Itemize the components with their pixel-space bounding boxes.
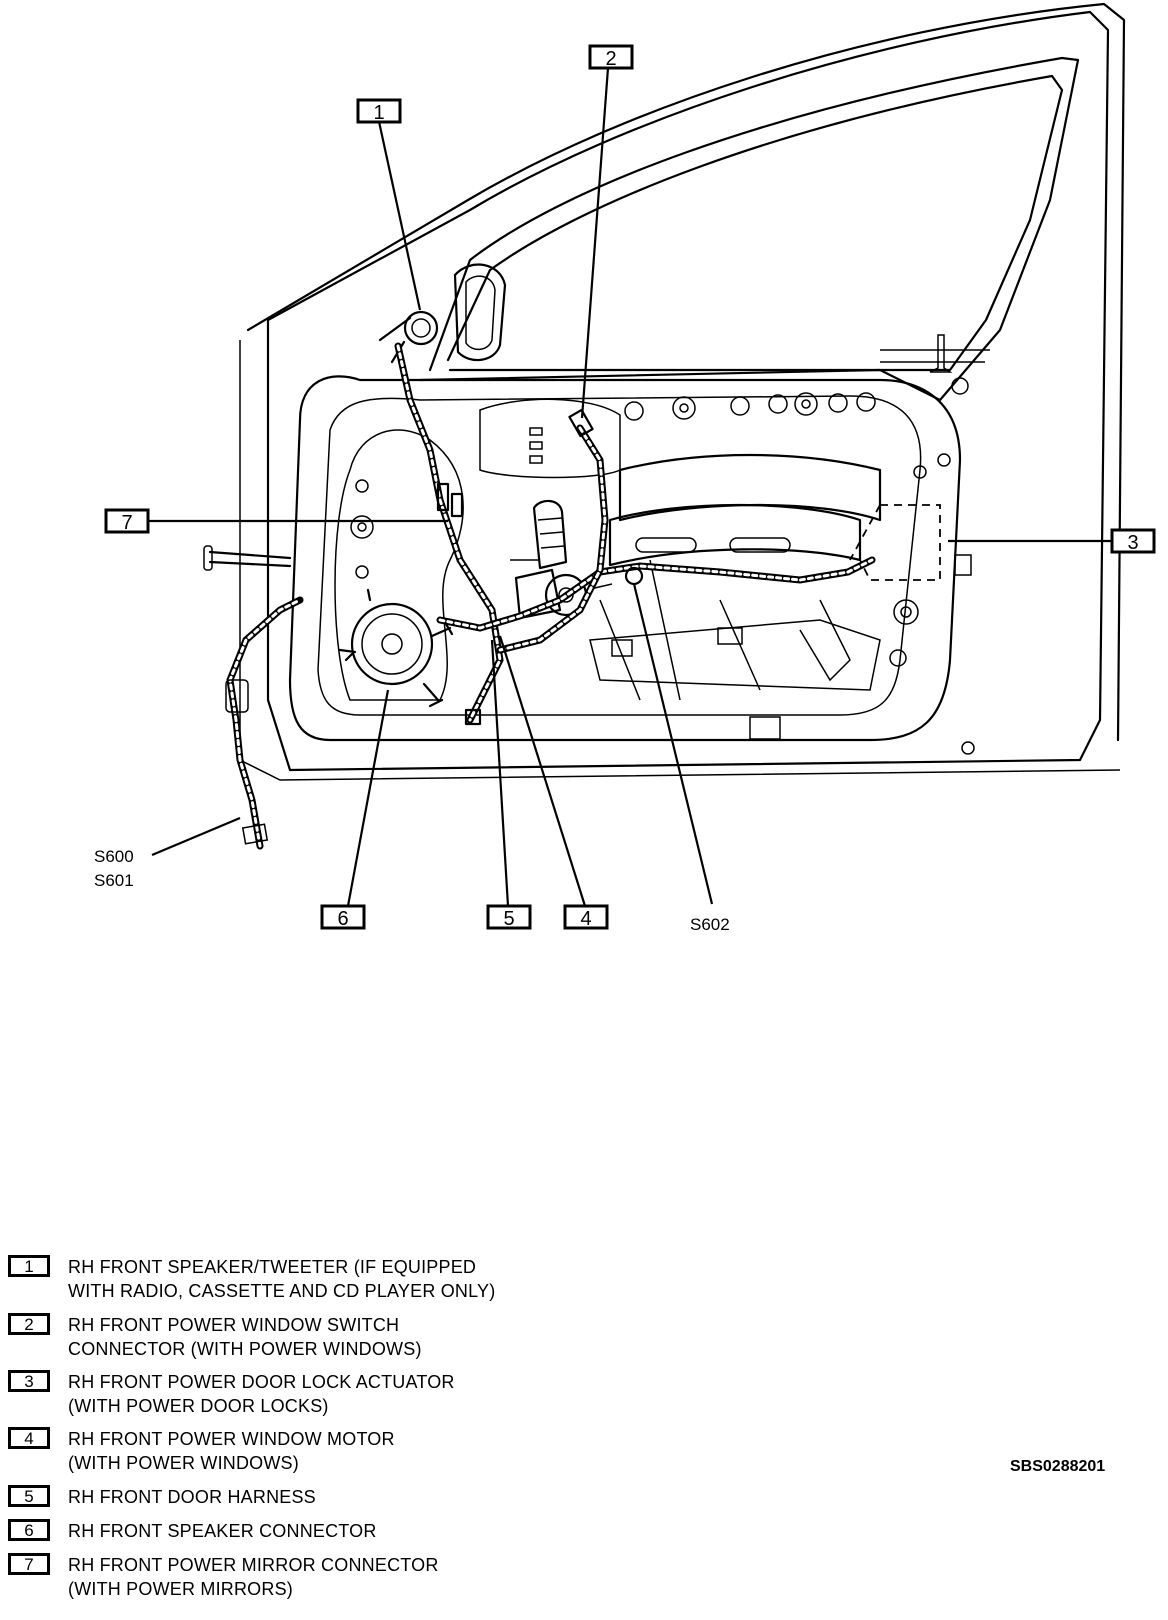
leader-lines xyxy=(147,67,1112,907)
legend-text-6: RH FRONT SPEAKER CONNECTOR xyxy=(68,1521,377,1541)
callout-4: 4 xyxy=(563,904,609,930)
callout-2-number: 2 xyxy=(605,48,616,70)
callout-3: 3 xyxy=(1110,528,1156,554)
legend-number-2: 2 xyxy=(8,1313,50,1335)
legend-number-5: 5 xyxy=(8,1485,50,1507)
tweeter-icon xyxy=(378,310,439,364)
legend-number-7: 7 xyxy=(8,1553,50,1575)
legend-item-3: 3 RH FRONT POWER DOOR LOCK ACTUATOR (WIT… xyxy=(8,1370,648,1430)
legend-item-5: 5 RH FRONT DOOR HARNESS xyxy=(8,1485,648,1545)
callout-3-number: 3 xyxy=(1127,532,1138,554)
legend-text-2: RH FRONT POWER WINDOW SWITCH CONNECTOR (… xyxy=(68,1315,422,1359)
legend-number-4: 4 xyxy=(8,1427,50,1449)
legend-item-7: 7 RH FRONT POWER MIRROR CONNECTOR (WITH … xyxy=(8,1553,648,1613)
callout-5: 5 xyxy=(486,904,532,930)
legend-text-7: RH FRONT POWER MIRROR CONNECTOR (WITH PO… xyxy=(68,1555,439,1599)
splice-label-s602: S602 xyxy=(690,915,730,934)
legend-text-1: RH FRONT SPEAKER/TWEETER (IF EQUIPPED WI… xyxy=(68,1257,496,1301)
legend-number-1: 1 xyxy=(8,1255,50,1277)
legend-text-5: RH FRONT DOOR HARNESS xyxy=(68,1487,316,1507)
callout-6-number: 6 xyxy=(337,908,348,930)
figure-code: SBS0288201 xyxy=(1010,1458,1106,1475)
callout-1: 1 xyxy=(356,98,402,124)
speaker-icon xyxy=(338,588,454,708)
legend-text-3: RH FRONT POWER DOOR LOCK ACTUATOR (WITH … xyxy=(68,1372,455,1416)
legend-item-6: 6 RH FRONT SPEAKER CONNECTOR xyxy=(8,1519,648,1579)
callout-7: 7 xyxy=(104,508,150,534)
callout-1-number: 1 xyxy=(373,102,384,124)
callout-2: 2 xyxy=(588,44,634,70)
door-harness-lines xyxy=(225,342,876,850)
splice-label-s600: S600 xyxy=(94,847,134,866)
legend-number-6: 6 xyxy=(8,1519,50,1541)
callout-7-number: 7 xyxy=(121,512,132,534)
callout-6: 6 xyxy=(320,904,366,930)
callout-5-number: 5 xyxy=(503,908,514,930)
legend-text-4: RH FRONT POWER WINDOW MOTOR (WITH POWER … xyxy=(68,1429,395,1473)
splice-label-s601: S601 xyxy=(94,871,134,890)
legend-item-4: 4 RH FRONT POWER WINDOW MOTOR (WITH POWE… xyxy=(8,1427,648,1487)
legend-number-3: 3 xyxy=(8,1370,50,1392)
legend-item-1: 1 RH FRONT SPEAKER/TWEETER (IF EQUIPPED … xyxy=(8,1255,648,1315)
legend-item-2: 2 RH FRONT POWER WINDOW SWITCH CONNECTOR… xyxy=(8,1313,648,1373)
door-outline xyxy=(203,2,1126,781)
callout-4-number: 4 xyxy=(580,908,591,930)
